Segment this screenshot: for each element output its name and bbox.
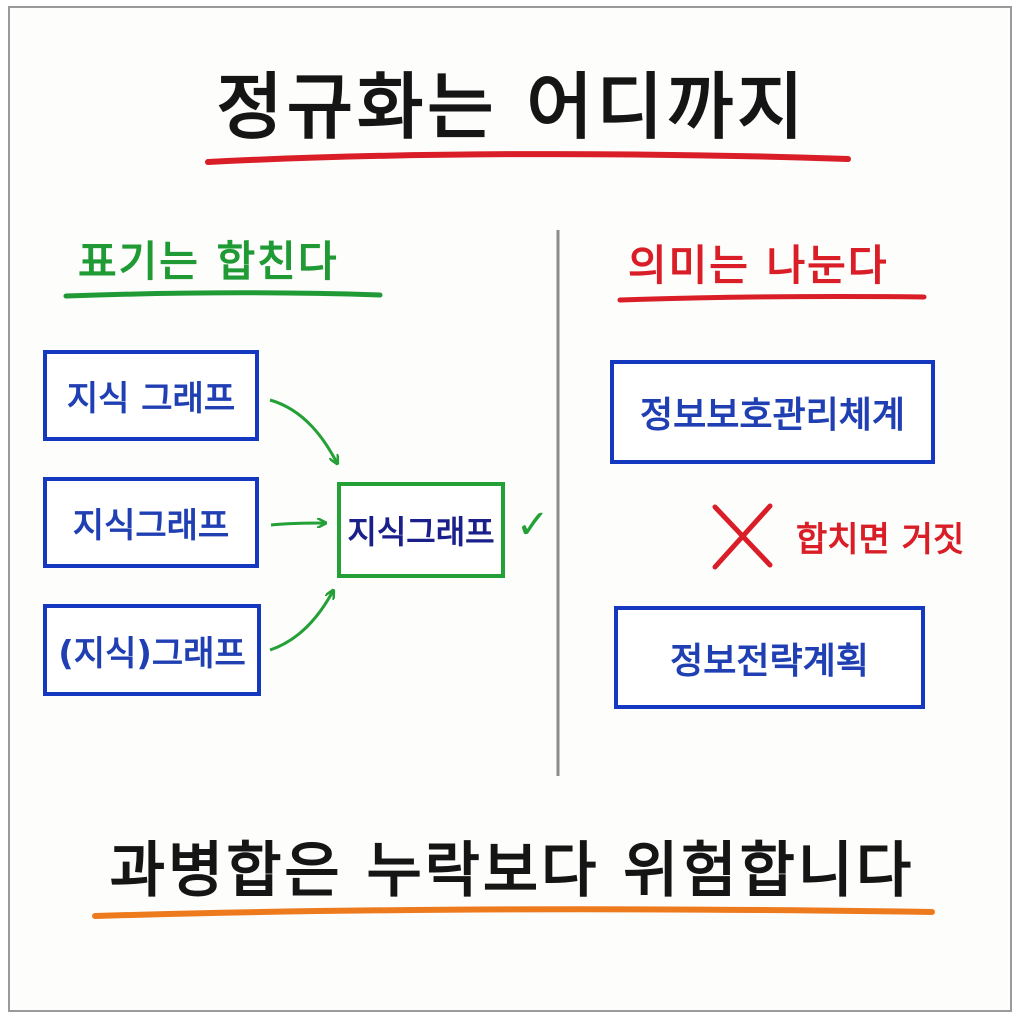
right-heading-underline	[617, 293, 927, 303]
cross-icon	[712, 503, 773, 570]
arrow-middle	[270, 523, 325, 525]
left-heading-underline	[63, 290, 383, 299]
arrow-bottom	[269, 591, 333, 652]
title-underline	[205, 151, 851, 165]
variant-box-spaced: 지식 그래프	[43, 350, 259, 441]
footer-underline	[92, 906, 935, 919]
normalized-target-box: 지식그래프	[337, 482, 505, 578]
term-box-isms: 정보보호관리체계	[610, 360, 935, 464]
footer-message: 과병합은 누락보다 위험합니다	[109, 836, 915, 906]
term-box-isp: 정보전략계획	[614, 606, 925, 709]
variant-box-parenthesized: (지식)그래프	[43, 604, 261, 696]
variant-box-joined: 지식그래프	[43, 477, 259, 568]
check-mark-icon: ✓	[516, 502, 550, 548]
left-heading: 표기는 합친다	[78, 237, 339, 286]
page-title: 정규화는 어디까지	[216, 65, 808, 149]
arrow-top	[269, 398, 337, 463]
right-heading: 의미는 나눈다	[628, 241, 889, 290]
merge-false-label: 합치면 거짓	[796, 520, 965, 560]
